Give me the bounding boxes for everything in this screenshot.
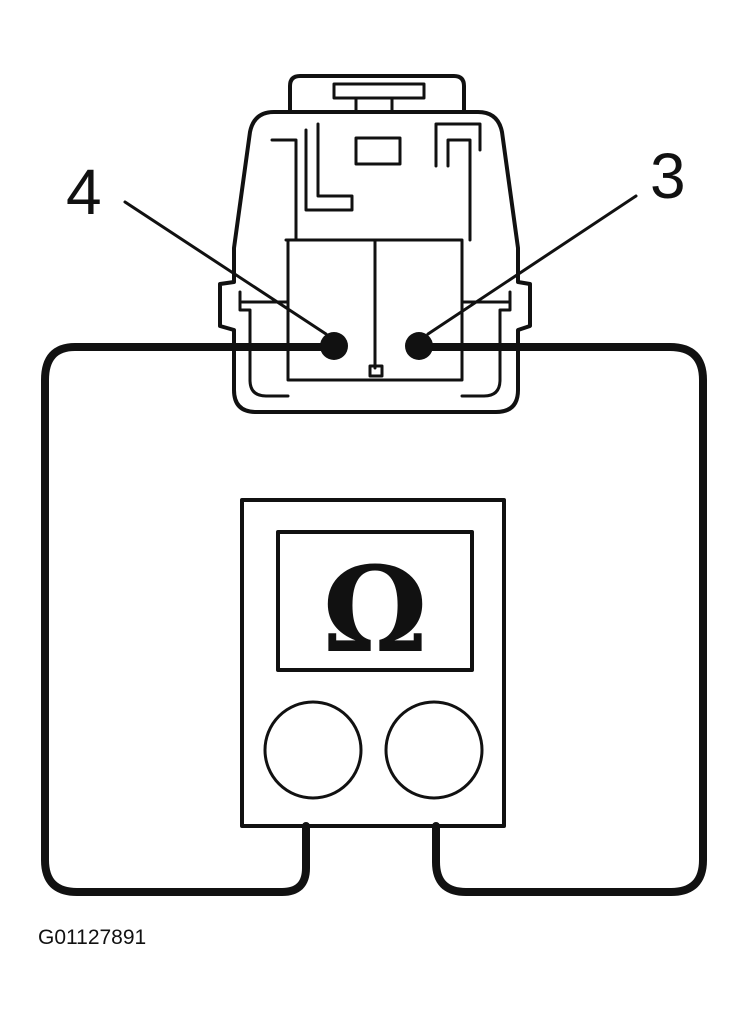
connector-lock-latch bbox=[332, 82, 426, 100]
connector-lock-slot bbox=[354, 136, 402, 166]
connector-lock-key bbox=[354, 96, 394, 114]
connector-inner-left-rib bbox=[304, 122, 354, 212]
figure-id-caption: G01127891 bbox=[38, 926, 146, 949]
ohmmeter-icon: Ω bbox=[240, 498, 506, 828]
pin-4-leader-line bbox=[123, 200, 328, 336]
ohmmeter-left-jack bbox=[263, 700, 363, 800]
pin-3-label: 3 bbox=[650, 140, 686, 212]
left-test-lead bbox=[41, 343, 337, 896]
terminal-4-probe bbox=[320, 332, 348, 360]
connector-center-key bbox=[368, 364, 384, 378]
ohm-symbol: Ω bbox=[322, 540, 427, 679]
connector-inner-left-wall bbox=[270, 138, 298, 242]
ohmmeter-display bbox=[276, 530, 474, 672]
right-test-lead bbox=[414, 343, 707, 896]
terminal-3-probe bbox=[405, 332, 433, 360]
connector-inner-right-rib bbox=[434, 122, 482, 168]
connector-side-left bbox=[238, 290, 290, 398]
pin-leader-lines bbox=[123, 194, 638, 336]
pin-4-label: 4 bbox=[66, 156, 102, 228]
pin-3-leader-line bbox=[426, 194, 638, 336]
connector-lock-tab bbox=[288, 74, 466, 114]
ohmmeter-body bbox=[240, 498, 506, 828]
connector-side-right bbox=[460, 290, 512, 398]
test-leads bbox=[41, 343, 707, 896]
connector-icon bbox=[218, 74, 532, 414]
connector-housing bbox=[218, 110, 532, 414]
connector-inner-right-wall bbox=[446, 138, 472, 242]
ohmmeter-right-jack bbox=[384, 700, 484, 800]
